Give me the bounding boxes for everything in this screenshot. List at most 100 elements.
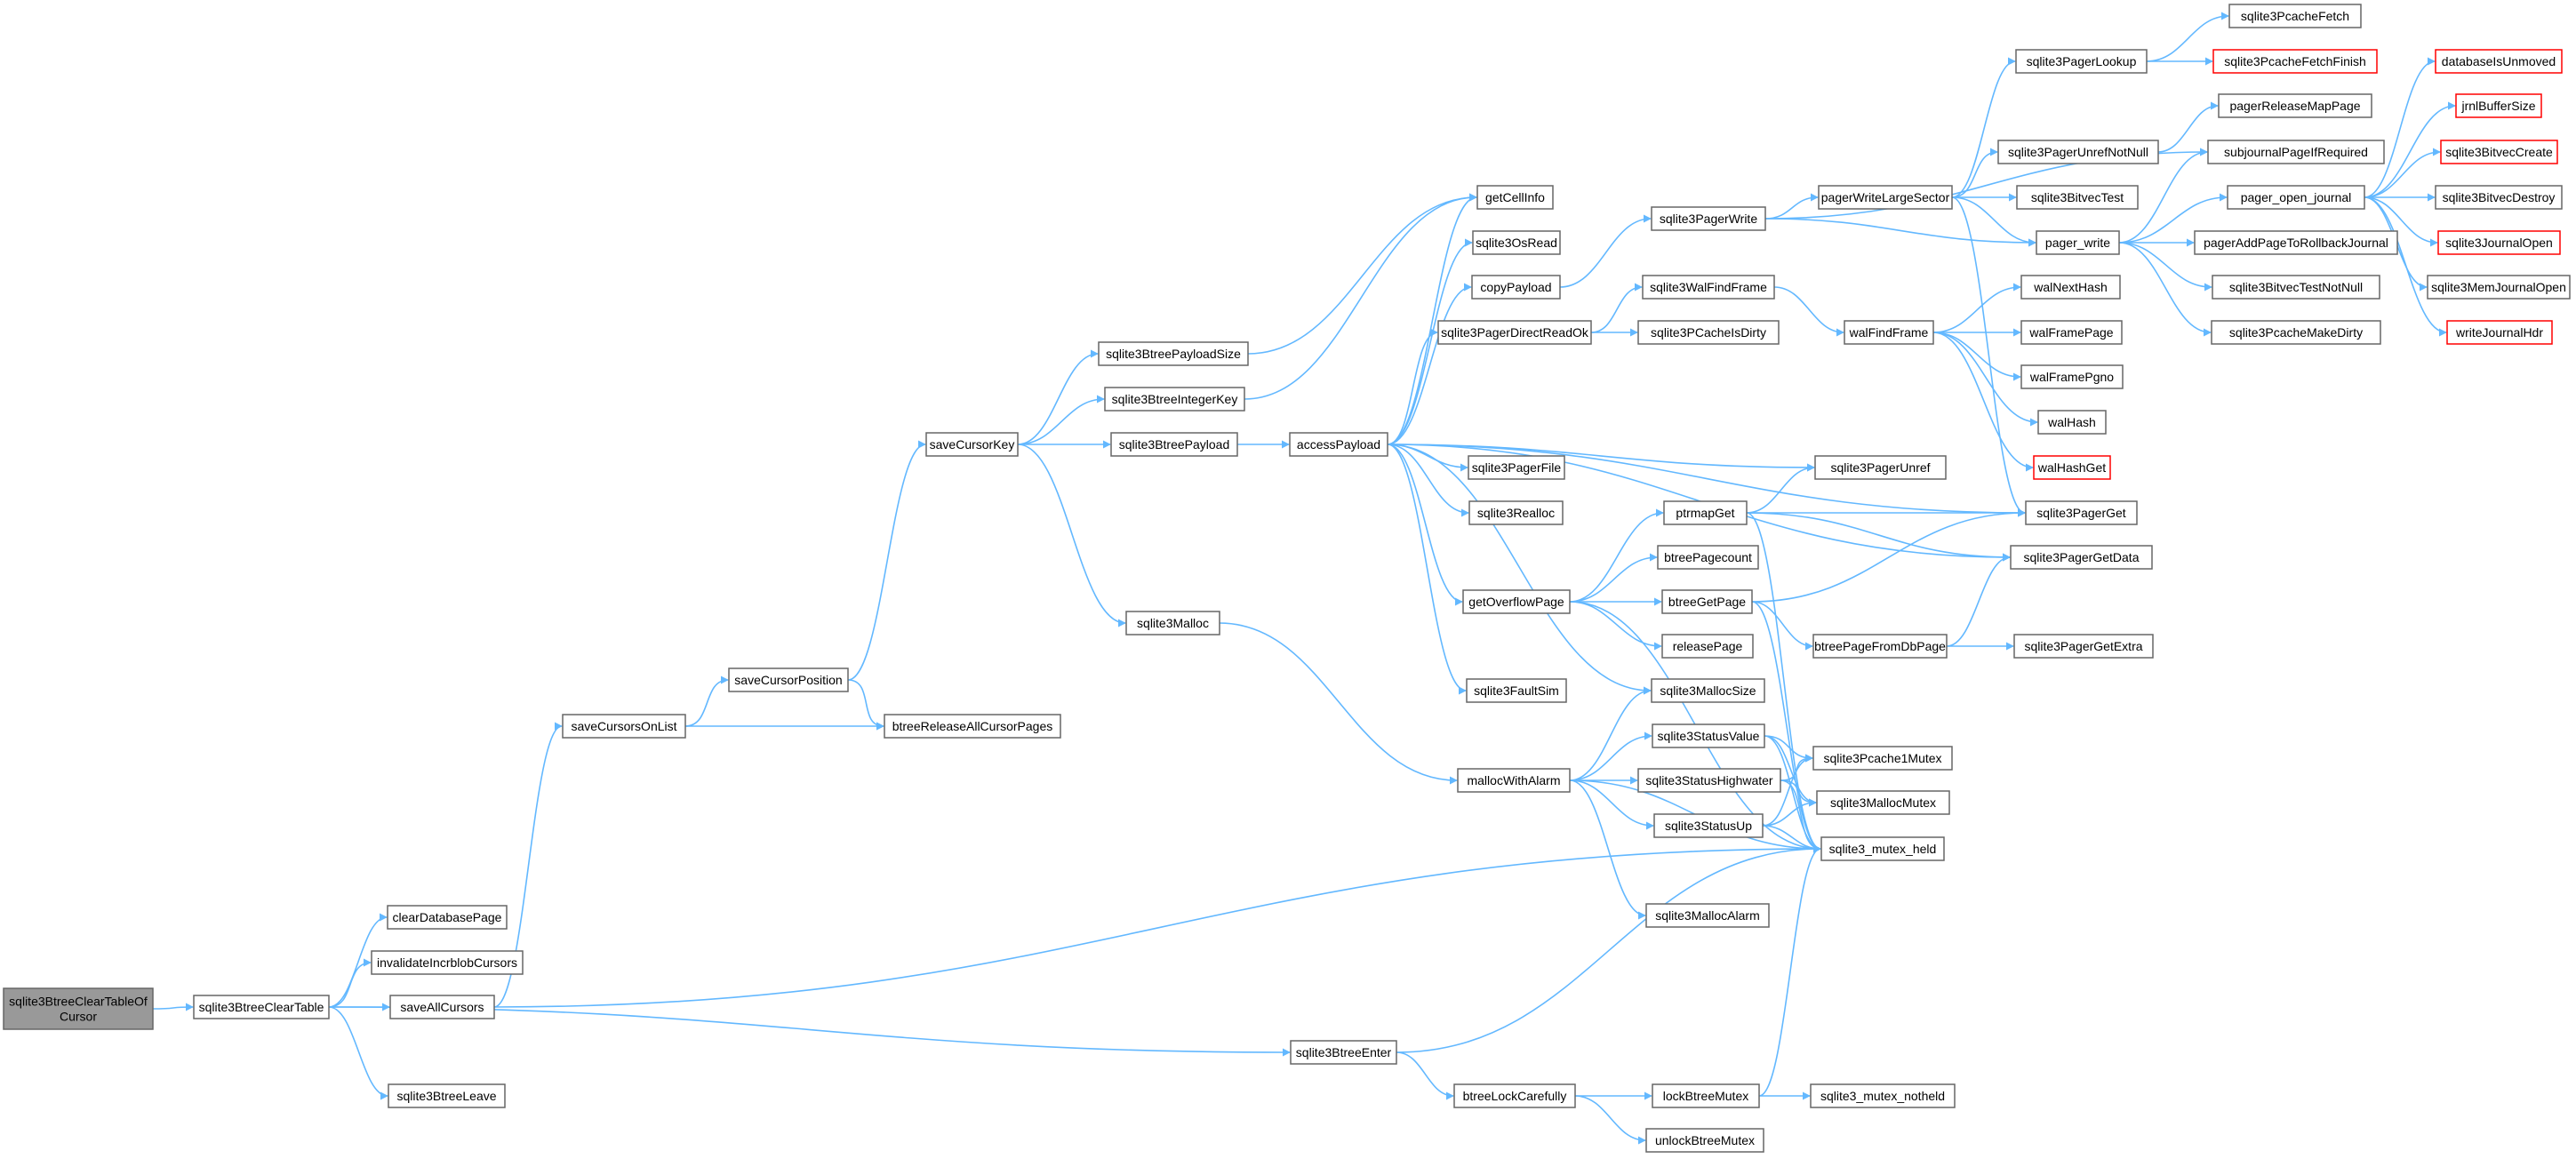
node-pagerGetData[interactable]: sqlite3PagerGetData (2010, 545, 2153, 570)
edge-statusValue-to-mutexHeld (1764, 735, 1821, 853)
node-pagerGetExtra[interactable]: sqlite3PagerGetExtra (2013, 634, 2154, 659)
node-memJournalOpen[interactable]: sqlite3MemJournalOpen (2427, 275, 2571, 300)
node-pagerLookup[interactable]: sqlite3PagerLookup (2015, 49, 2148, 74)
node-pagerDirectReadOk[interactable]: sqlite3PagerDirectReadOk (1437, 320, 1592, 345)
node-btreeLockCarefully[interactable]: btreeLockCarefully (1453, 1083, 1576, 1108)
node-saveAllCursors[interactable]: saveAllCursors (389, 995, 495, 1019)
node-clearTable[interactable]: sqlite3BtreeClearTable (193, 995, 330, 1019)
node-pcacheFetch[interactable]: sqlite3PcacheFetch (2228, 4, 2362, 28)
node-btreeGetPage[interactable]: btreeGetPage (1661, 589, 1753, 614)
node-walFramePgno[interactable]: walFramePgno (2020, 364, 2124, 389)
node-label: sqlite3PagerDirectReadOk (1441, 325, 1589, 340)
node-walNextHash[interactable]: walNextHash (2020, 275, 2121, 300)
node-bitvecTestNotNull[interactable]: sqlite3BitvecTestNotNull (2212, 275, 2380, 300)
node-pagerFile[interactable]: sqlite3PagerFile (1468, 455, 1565, 480)
node-walHashGet[interactable]: walHashGet (2033, 455, 2111, 480)
node-statusValue[interactable]: sqlite3StatusValue (1652, 723, 1765, 748)
node-pagerReleaseMapPage[interactable]: pagerReleaseMapPage (2218, 93, 2372, 118)
node-btreeLeave[interactable]: sqlite3BtreeLeave (388, 1083, 506, 1108)
node-statusHighwater[interactable]: sqlite3StatusHighwater (1637, 768, 1781, 793)
node-btreeEnter[interactable]: sqlite3BtreeEnter (1290, 1040, 1397, 1065)
node-subjournalPageIfRequired[interactable]: subjournalPageIfRequired (2207, 140, 2385, 164)
node-bitvecDestroy[interactable]: sqlite3BitvecDestroy (2435, 185, 2563, 210)
node-journalOpen[interactable]: sqlite3JournalOpen (2437, 230, 2561, 255)
edge-accessPayload-to-osRead (1387, 238, 1473, 445)
node-mutexNotheld[interactable]: sqlite3_mutex_notheld (1810, 1083, 1956, 1108)
node-btreeReleaseAllCursorPages[interactable]: btreeReleaseAllCursorPages (884, 714, 1061, 739)
node-accessPayload[interactable]: accessPayload (1289, 432, 1388, 457)
node-mallocMutex[interactable]: sqlite3MallocMutex (1816, 790, 1950, 815)
node-pagerUnrefNotNull[interactable]: sqlite3PagerUnrefNotNull (1997, 140, 2159, 164)
node-osRead[interactable]: sqlite3OsRead (1472, 230, 1561, 255)
node-mallocSize[interactable]: sqlite3MallocSize (1651, 678, 1765, 703)
node-label: sqlite3StatusUp (1665, 819, 1752, 833)
node-box (1472, 230, 1561, 255)
node-clearDatabasePage[interactable]: clearDatabasePage (387, 905, 508, 930)
edge-ptrmapGet-to-mutexHeld (1746, 512, 1821, 853)
edge-pagerOpenJournal-to-jrnlBufferSize (2364, 101, 2456, 198)
node-pagerGet[interactable]: sqlite3PagerGet (2025, 500, 2138, 525)
node-saveCursorKey[interactable]: saveCursorKey (925, 432, 1019, 457)
node-bitvecTest[interactable]: sqlite3BitvecTest (2016, 185, 2139, 210)
node-pagerUnref[interactable]: sqlite3PagerUnref (1814, 455, 1947, 480)
node-faultSim[interactable]: sqlite3FaultSim (1466, 678, 1567, 703)
node-saveCursorPosition[interactable]: saveCursorPosition (728, 667, 849, 692)
node-btreePagecount[interactable]: btreePagecount (1657, 545, 1759, 570)
node-pagerWriteInner[interactable]: pager_write (2036, 230, 2120, 255)
node-lockBtreeMutex[interactable]: lockBtreeMutex (1652, 1083, 1760, 1108)
node-pagerWrite[interactable]: sqlite3PagerWrite (1651, 206, 1766, 231)
node-bitvecCreate[interactable]: sqlite3BitvecCreate (2440, 140, 2558, 164)
node-box (2033, 455, 2111, 480)
node-label: sqlite3FaultSim (1474, 683, 1559, 698)
node-walFindFrame[interactable]: walFindFrame (1844, 320, 1934, 345)
node-integerKey[interactable]: sqlite3BtreeIntegerKey (1104, 387, 1245, 412)
node-saveCursorsOnList[interactable]: saveCursorsOnList (562, 714, 686, 739)
edge-clearTable-to-btreeLeave (328, 1006, 388, 1100)
node-getCellInfo[interactable]: getCellInfo (1476, 185, 1554, 210)
node-statusUp[interactable]: sqlite3StatusUp (1653, 813, 1764, 838)
node-box (1098, 341, 1249, 366)
node-label: sqlite3BtreePayloadSize (1106, 347, 1241, 361)
node-walHash[interactable]: walHash (2037, 410, 2107, 435)
node-label: walHashGet (2037, 460, 2106, 475)
node-label: mallocWithAlarm (1467, 773, 1560, 787)
node-pagerWriteLargeSector[interactable]: pagerWriteLargeSector (1818, 185, 1953, 210)
edge-malloc-to-mallocWithAlarm (1219, 622, 1458, 785)
node-label: releasePage (1673, 639, 1743, 653)
node-payloadSize[interactable]: sqlite3BtreePayloadSize (1098, 341, 1249, 366)
node-releasePage[interactable]: releasePage (1661, 634, 1754, 659)
node-unlockBtreeMutex[interactable]: unlockBtreeMutex (1645, 1128, 1764, 1153)
node-invalidateIncrblobCursors[interactable]: invalidateIncrblobCursors (371, 950, 524, 975)
node-pcacheMakeDirty[interactable]: sqlite3PcacheMakeDirty (2211, 320, 2381, 345)
node-getOverflowPage[interactable]: getOverflowPage (1462, 589, 1571, 614)
node-pcacheIsDirty[interactable]: sqlite3PCacheIsDirty (1637, 320, 1780, 345)
node-pagerAddPageToRollbackJournal[interactable]: pagerAddPageToRollbackJournal (2194, 230, 2398, 255)
node-mallocAlarm[interactable]: sqlite3MallocAlarm (1645, 903, 1770, 928)
edge-walFindFrameS-to-walFindFrame (1773, 286, 1844, 337)
node-btreePayload[interactable]: sqlite3BtreePayload (1110, 432, 1238, 457)
node-label: sqlite3PagerGetExtra (2024, 639, 2142, 653)
node-writeJournalHdr[interactable]: writeJournalHdr (2446, 320, 2553, 345)
node-databaseIsUnmoved[interactable]: databaseIsUnmoved (2435, 49, 2563, 74)
node-jrnlBufferSize[interactable]: jrnlBufferSize (2455, 93, 2542, 118)
node-box (1476, 185, 1554, 210)
node-mallocWithAlarm[interactable]: mallocWithAlarm (1457, 768, 1571, 793)
node-walFindFrameS[interactable]: sqlite3WalFindFrame (1642, 275, 1775, 300)
node-walFramePage[interactable]: walFramePage (2020, 320, 2123, 345)
node-malloc[interactable]: sqlite3Malloc (1125, 611, 1220, 635)
edge-pagerOpenJournal-to-writeJournalHdr (2364, 196, 2447, 337)
node-realloc[interactable]: sqlite3Realloc (1468, 500, 1564, 525)
node-mutexHeld[interactable]: sqlite3_mutex_held (1820, 836, 1945, 861)
node-box (388, 1083, 506, 1108)
edge-payloadSize-to-getCellInfo (1247, 193, 1477, 355)
node-ptrmapGet[interactable]: ptrmapGet (1663, 500, 1748, 525)
edge-pagerWriteLargeSector-to-pagerUnrefNotNull (1951, 148, 1998, 198)
node-label: saveCursorsOnList (571, 719, 676, 733)
node-copyPayload[interactable]: copyPayload (1471, 275, 1561, 300)
node-label: copyPayload (1480, 280, 1551, 294)
node-pcacheFetchFinish[interactable]: sqlite3PcacheFetchFinish (2212, 49, 2378, 74)
node-pagerOpenJournal[interactable]: pager_open_journal (2227, 185, 2365, 210)
node-btreePageFromDbPage[interactable]: btreePageFromDbPage (1812, 634, 1948, 659)
node-pcache1Mutex[interactable]: sqlite3Pcache1Mutex (1812, 746, 1953, 771)
